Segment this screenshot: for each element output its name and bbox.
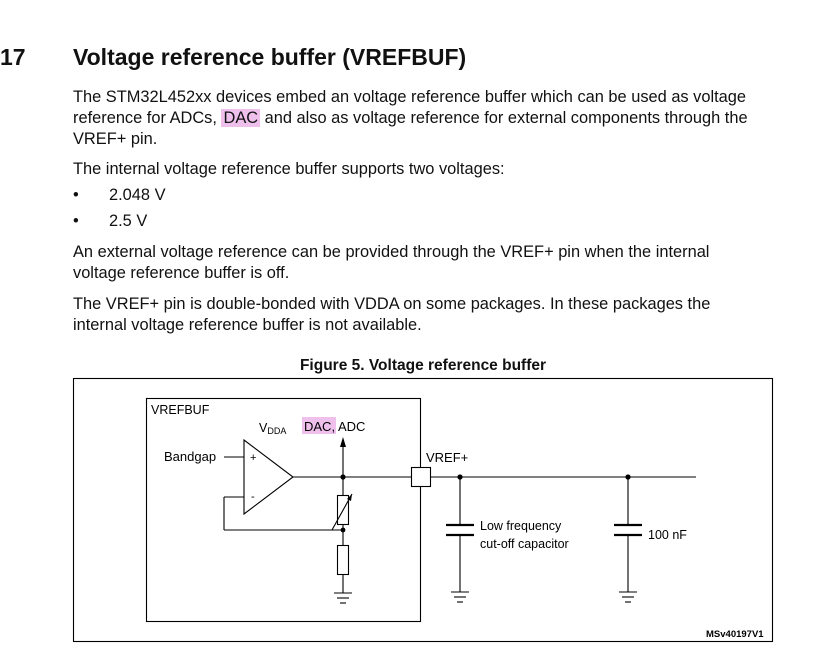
double-bonded-paragraph: The VREF+ pin is double-bonded with VDDA… [73,295,711,334]
adc-label: , ADC [331,419,365,434]
variable-resistor-arrow-line [331,493,353,531]
vdda-main: V [259,421,268,435]
intro-text-end: and also as voltage reference for extern… [73,109,748,148]
up-arrow-icon [340,437,346,447]
section-title: Voltage reference buffer (VREFBUF) [73,44,467,70]
vdda-label: VDDA [259,421,286,436]
resistor-icon [336,544,350,576]
dac-highlight: DAC [221,109,261,127]
bandgap-label: Bandgap [164,449,216,464]
plus-input-label: + [250,452,256,464]
variable-resistor-arrow-head [347,494,352,501]
external-reference-paragraph: An external voltage reference can be pro… [73,243,710,282]
cap2-label: 100 nF [648,528,687,542]
cap1-label-line2: cut-off capacitor [480,537,569,551]
ground-icon [451,591,469,603]
cap1-label-line1: Low frequency [480,519,562,533]
bullet-icon: • [73,212,79,230]
figure-caption: Figure 5. Voltage reference buffer [299,357,547,374]
ground-icon [334,592,352,604]
vrefbuf-block [145,397,422,623]
section-number: 17 [0,44,26,70]
vref-pin-icon [410,466,432,488]
figure-id: MSv40197V1 [706,629,764,640]
dac-label: DAC [304,419,331,434]
ground-icon [619,591,637,603]
dac-diagram-highlight [302,417,336,434]
voltages-paragraph: The internal voltage reference buffer su… [73,160,505,178]
figure-frame [72,377,774,643]
junction-dot [340,527,346,533]
minus-input-label: - [251,491,255,503]
vref-pin-label: VREF+ [426,450,468,465]
bullet-text: 2.5 V [109,212,148,230]
bullet-icon: • [73,186,79,204]
op-amp-symbol [243,438,294,516]
bullet-text: 2.048 V [109,186,166,204]
vrefbuf-block-label: VREFBUF [151,403,210,417]
intro-paragraph: The STM32L452xx devices embed an voltage… [73,87,763,150]
vdda-subscript: DDA [267,426,286,436]
intro-text-start: The STM32L452xx devices embed an voltage… [73,88,747,127]
dac-adc-label: DAC, ADC [304,419,365,434]
